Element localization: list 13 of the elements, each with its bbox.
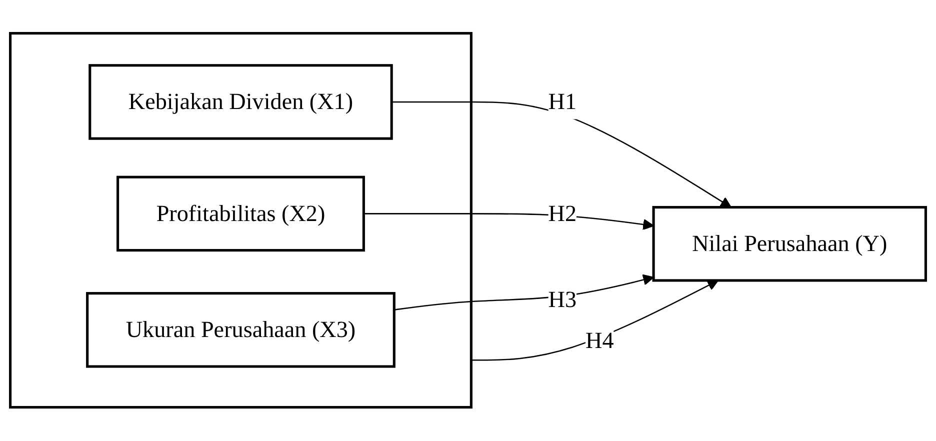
edge-label: H2 xyxy=(548,200,576,226)
edge-label: H3 xyxy=(548,286,576,312)
arrow xyxy=(364,213,654,230)
arrow xyxy=(392,102,732,208)
edge-label: H1 xyxy=(548,88,576,114)
arrow xyxy=(394,274,654,311)
node-box: Profitabilitas (X2) xyxy=(116,176,365,252)
node-box: Kebijakan Dividen (X1) xyxy=(88,64,393,140)
arrow xyxy=(471,280,719,361)
node-box: Nilai Perusahaan (Y) xyxy=(652,206,927,282)
cluster xyxy=(9,32,472,409)
edge-label: H4 xyxy=(586,328,614,354)
node-box: Ukuran Perusahaan (X3) xyxy=(86,292,396,368)
